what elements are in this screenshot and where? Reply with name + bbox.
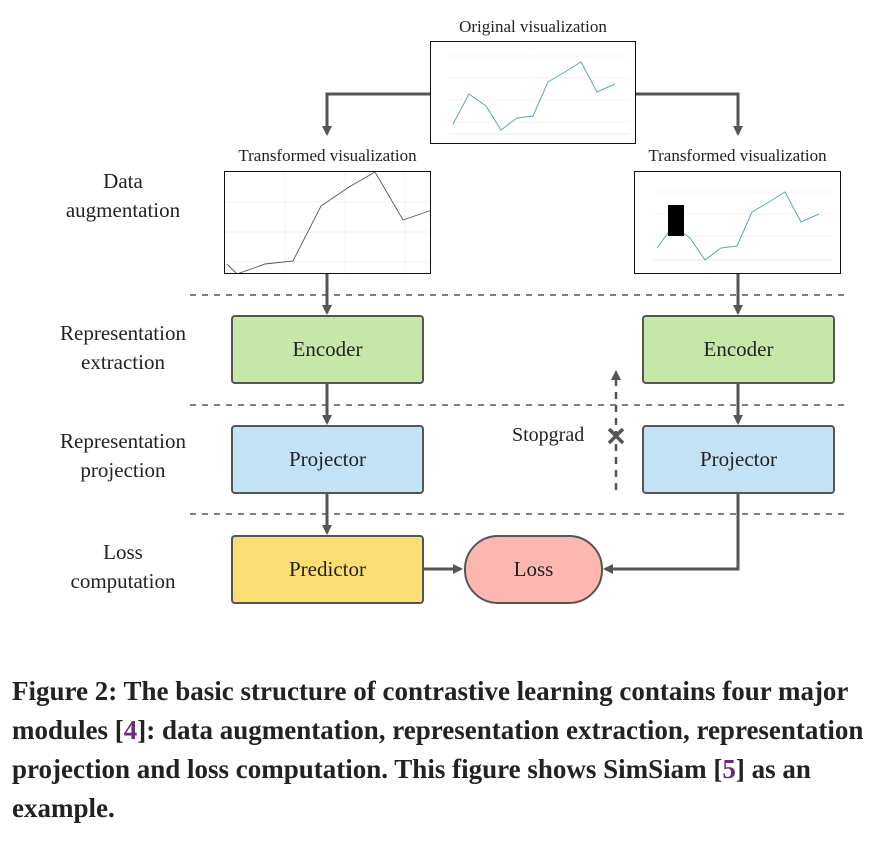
stage-label-loss-text: Loss computation [70, 540, 176, 593]
stage-label-augmentation-text: Data augmentation [65, 169, 181, 222]
stage-label-projection-text: Representation projection [60, 429, 186, 482]
stopgrad-label: Stopgrad [512, 424, 585, 446]
stage-label-loss: Loss computation [28, 538, 218, 596]
svg-text:.: . [534, 47, 535, 51]
encoder-right-box: Encoder [642, 315, 835, 384]
caption-ref-4[interactable]: 4 [123, 715, 138, 745]
original-line-series [452, 61, 616, 131]
stage-label-augmentation: Data augmentation [28, 167, 218, 225]
caption-part1: Figure 2: The basic structure of contras… [12, 676, 848, 745]
right-line-series [656, 191, 820, 261]
left-line-series [226, 172, 430, 273]
stage-label-projection: Representation projection [28, 427, 218, 485]
left-vis-title: Transformed visualization [238, 146, 417, 165]
original-vis-title: Original visualization [459, 17, 607, 36]
figure-caption: Figure 2: The basic structure of contras… [12, 672, 888, 828]
projector-right-box: Projector [642, 425, 835, 494]
stopgrad-cross-icon [607, 427, 625, 445]
arrow-projector-to-loss [603, 494, 740, 574]
encoder-left-box: Encoder [231, 315, 424, 384]
stage-label-extraction-text: Representation extraction [60, 321, 186, 374]
predictor-box: Predictor [231, 535, 424, 604]
projector-left-box: Projector [231, 425, 424, 494]
right-vis-title: Transformed visualization [648, 146, 827, 165]
caption-part3: ] as an example. [12, 754, 811, 823]
caption-part2: ]: data augmentation, representation ext… [12, 715, 864, 784]
left-transformed-visualization [224, 171, 431, 274]
stage-label-extraction: Representation extraction [28, 319, 218, 377]
caption-ref-5[interactable]: 5 [722, 754, 736, 784]
occlusion-mask [668, 205, 684, 236]
original-visualization: . [430, 41, 636, 144]
connector-layer [190, 92, 850, 574]
loss-box: Loss [464, 535, 603, 604]
arrow-original-to-left [322, 92, 430, 136]
right-transformed-visualization [634, 171, 841, 274]
arrow-original-to-right [636, 92, 743, 136]
